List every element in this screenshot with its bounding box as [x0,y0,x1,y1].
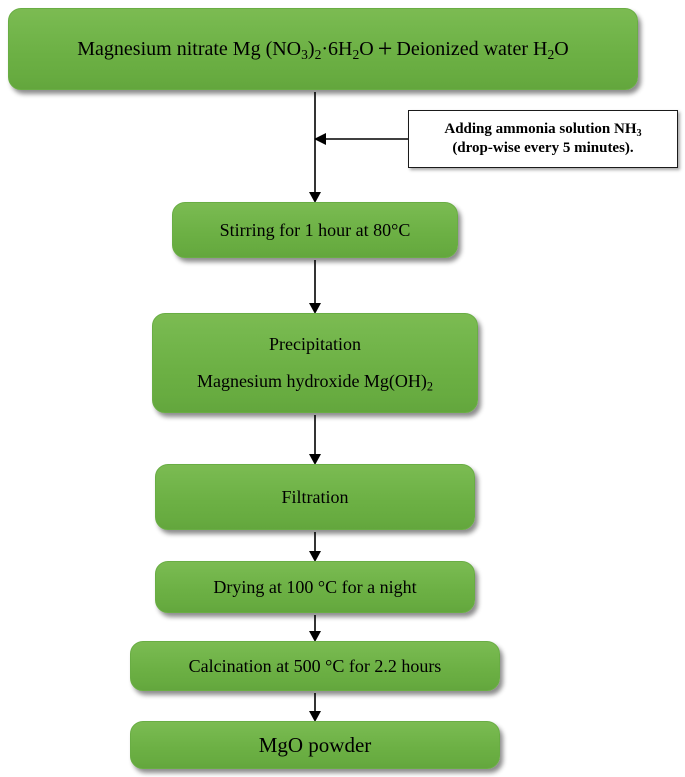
connector-drying-to-calcination [309,615,321,642]
connector-stirring-to-precipitation [309,260,321,314]
subscript-oh-2: 2 [426,379,434,394]
connector-calcination-to-product [309,693,321,722]
node-product-label: MgO powder [258,732,372,757]
annotation-ammonia-line-2: (drop-wise every 5 minutes). [452,140,634,156]
node-precursor-mixture[interactable]: Magnesium nitrate Mg (NO3)2·6H2O+Deioniz… [8,8,638,90]
annotation-ammonia-addition[interactable]: Adding ammonia solution NH3 (drop-wise e… [408,110,678,168]
node-stirring-step[interactable]: Stirring for 1 hour at 80°C [172,202,458,258]
node-precipitation-step[interactable]: Precipitation Magnesium hydroxide Mg(OH)… [152,313,478,413]
node-stirring-label: Stirring for 1 hour at 80°C [219,219,411,240]
arrowhead-down-icon [309,303,321,314]
subscript-no3-2: 2 [314,46,322,62]
node-calcination-step[interactable]: Calcination at 500 °C for 2.2 hours [130,641,500,691]
arrowhead-down-icon [309,631,321,642]
node-precursor-label: Magnesium nitrate Mg (NO3)2·6H2O+Deioniz… [77,33,569,63]
connector-precipitation-to-filtration [309,415,321,465]
node-drying-step[interactable]: Drying at 100 °C for a night [155,561,475,613]
node-filtration-step[interactable]: Filtration [155,464,475,530]
arrowhead-left-icon [314,133,326,145]
node-filtration-label: Filtration [281,486,349,507]
subscript-h2o-2a: 2 [352,46,360,62]
plus-icon: + [377,33,393,63]
annotation-ammonia-line-1: Adding ammonia solution NH3 [444,121,642,140]
connector-precursor-to-stirring [309,92,321,203]
node-drying-label: Drying at 100 °C for a night [213,576,417,597]
node-calcination-label: Calcination at 500 °C for 2.2 hours [188,655,442,676]
connector-ammonia-to-trunk [314,133,408,145]
node-precipitation-formula: Magnesium hydroxide Mg(OH)2 [196,371,434,394]
arrowhead-down-icon [309,711,321,722]
node-precipitation-title: Precipitation [269,334,361,355]
arrowhead-down-icon [309,551,321,562]
node-product-output[interactable]: MgO powder [130,721,500,769]
arrowhead-down-icon [309,192,321,203]
subscript-no3-3: 3 [301,46,308,62]
subscript-h2o-2b: 2 [547,46,555,62]
subscript-nh3-3: 3 [636,128,642,140]
arrowhead-down-icon [309,454,321,465]
connector-filtration-to-drying [309,532,321,562]
